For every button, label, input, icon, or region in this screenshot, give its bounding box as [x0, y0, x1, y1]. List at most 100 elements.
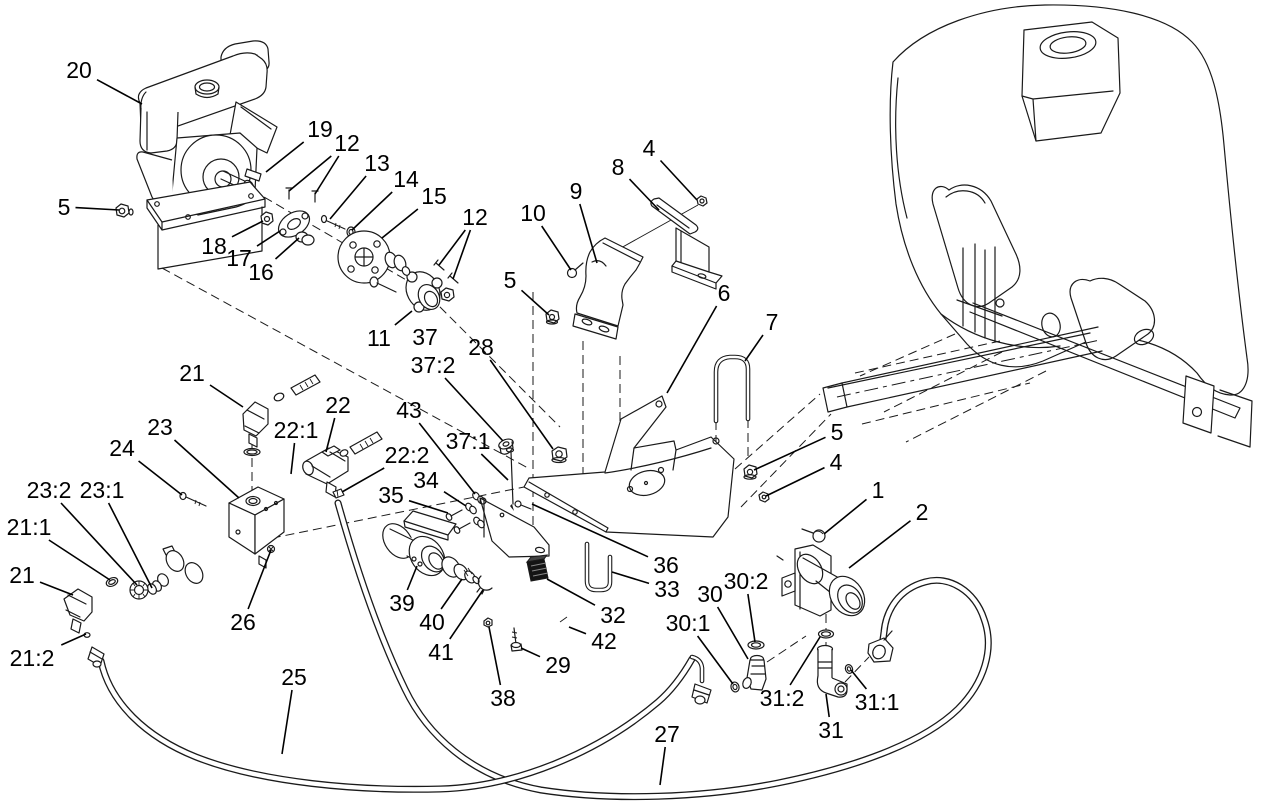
pump-bracket-strap — [403, 510, 457, 541]
hub-15 — [337, 230, 391, 284]
callout-15: 15 — [381, 183, 447, 239]
callout-30:1: 30:1 — [666, 610, 734, 685]
callout-label: 4 — [830, 449, 843, 475]
callout-12: 12 — [288, 130, 360, 195]
leader-line — [850, 669, 868, 690]
leader-line — [329, 175, 367, 220]
elbow-fitting-21-bottom — [63, 588, 93, 634]
nut-38 — [483, 617, 493, 628]
leader-line — [256, 230, 281, 247]
leader-line — [39, 581, 74, 596]
callout-24: 24 — [109, 435, 183, 496]
callout-label: 28 — [468, 334, 494, 360]
callout-label: 9 — [570, 178, 583, 204]
washer-30-2 — [747, 640, 765, 650]
callout-label: 30:1 — [666, 610, 711, 636]
leader-line — [75, 206, 120, 211]
o-ring-31-2 — [817, 629, 835, 639]
callout-18: 18 — [201, 220, 264, 259]
leader-line — [744, 334, 764, 362]
callout-30:2: 30:2 — [724, 568, 768, 643]
support-bracket-8 — [650, 197, 723, 290]
callout-36: 36 — [531, 503, 679, 578]
callout-label: 35 — [378, 482, 404, 508]
callout-11: 11 — [367, 310, 413, 351]
fitting-cone-40 — [441, 556, 480, 585]
callout-8: 8 — [612, 154, 660, 211]
callout-42: 42 — [568, 626, 617, 654]
callout-label: 37:1 — [446, 428, 491, 454]
leader-line — [579, 203, 598, 264]
callout-label: 32 — [600, 602, 626, 628]
tube-42 — [491, 571, 569, 623]
hose-bent-tube-end — [689, 654, 712, 705]
callout-43: 43 — [396, 397, 476, 495]
callout-label: 21:2 — [10, 645, 55, 671]
body-cutout-right — [1069, 277, 1155, 361]
frame-square-tube — [822, 326, 1103, 443]
callout-label: 21:1 — [7, 514, 52, 540]
callout-14: 14 — [351, 166, 419, 231]
callout-4: 4 — [643, 135, 698, 201]
leader-line — [825, 693, 830, 718]
callout-label: 25 — [281, 664, 307, 690]
callout-label: 42 — [591, 628, 617, 654]
callout-20: 20 — [66, 57, 143, 105]
hub-bolt — [369, 276, 397, 293]
leader-line — [60, 502, 138, 586]
fitting-31 — [816, 644, 848, 698]
callout-5: 5 — [504, 267, 550, 316]
callout-label: 27 — [654, 721, 680, 747]
callout-21: 21 — [179, 360, 244, 408]
callout-label: 23:1 — [80, 477, 125, 503]
valve-block-23 — [228, 486, 285, 569]
leader-line — [96, 78, 143, 105]
leader-line — [247, 549, 272, 610]
o-ring — [339, 449, 349, 457]
callout-label: 36 — [653, 552, 679, 578]
coupler-11 — [401, 266, 443, 313]
callout-label: 37 — [412, 324, 438, 350]
leader-line — [753, 436, 826, 471]
flange-nut — [440, 287, 455, 302]
callout-32: 32 — [546, 578, 626, 628]
washers-23-1 — [146, 580, 163, 595]
callout-21:2: 21:2 — [10, 633, 87, 671]
callout-1: 1 — [823, 477, 884, 535]
leader-line — [716, 606, 749, 660]
ferrule-31-1 — [844, 664, 854, 674]
elbow-fitting-21-top — [242, 401, 269, 448]
callout-31: 31 — [818, 693, 844, 743]
callout-label: 6 — [718, 280, 731, 306]
leader-line — [290, 442, 296, 475]
body-frame-channels — [956, 243, 1253, 448]
callout-label: 38 — [490, 685, 516, 711]
callout-label: 22 — [325, 392, 351, 418]
leader-line — [107, 502, 153, 589]
leader-line — [274, 237, 300, 260]
callout-23:1: 23:1 — [80, 477, 153, 589]
leader-line — [48, 539, 111, 581]
pin-12d — [447, 272, 459, 284]
flange-nut-5c — [743, 464, 758, 480]
drive-coupling-parts — [244, 168, 459, 313]
clamp-41 — [476, 575, 493, 595]
leader-line — [541, 225, 572, 271]
callout-7: 7 — [744, 309, 778, 362]
callout-16: 16 — [248, 237, 300, 285]
leader-line — [666, 305, 718, 394]
callout-label: 29 — [545, 652, 571, 678]
callout-31:1: 31:1 — [850, 669, 899, 715]
leader-line — [440, 578, 463, 610]
leader-line — [341, 467, 385, 493]
leader-line — [209, 384, 244, 408]
callout-28: 28 — [468, 334, 554, 450]
bolt-29 — [510, 627, 523, 652]
pin-12c — [433, 259, 445, 271]
callout-label: 39 — [389, 590, 415, 616]
leader-line — [231, 220, 264, 238]
callout-37:2: 37:2 — [411, 352, 504, 442]
